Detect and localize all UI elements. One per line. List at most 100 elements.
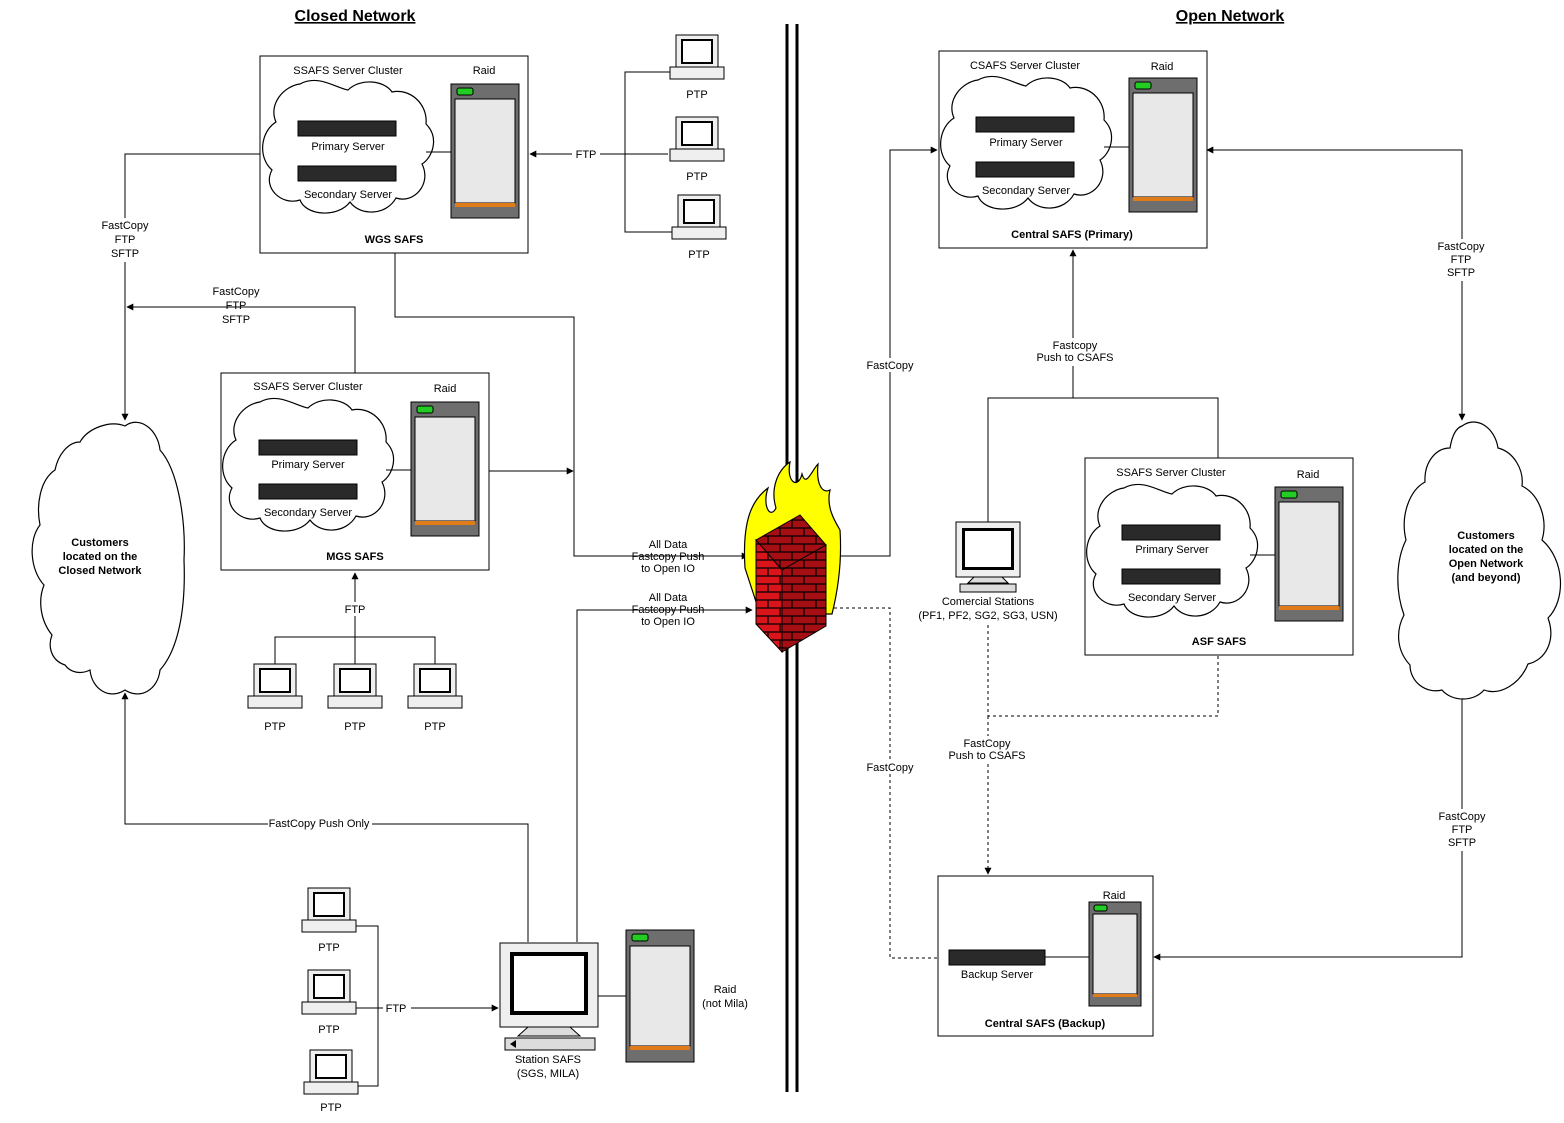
wgs-primary-label: Primary Server: [311, 141, 385, 153]
csafs-secondary-server-icon: [975, 161, 1075, 178]
wgs-secondary-label: Secondary Server: [304, 189, 392, 201]
ptp-wgs-3: PTP: [671, 194, 727, 261]
ptp-mgs-3-label: PTP: [424, 721, 445, 733]
wgs-safs-box: SSAFS Server Cluster Primary Server Seco…: [259, 55, 529, 254]
mgs-primary-server-icon: [258, 439, 358, 456]
commercial-name: Comercial Stations: [942, 596, 1035, 608]
label-mgs-fastcopy: FastCopy: [212, 286, 260, 298]
station-sub: (SGS, MILA): [517, 1068, 579, 1080]
asf-primary-label: Primary Server: [1135, 544, 1209, 556]
ptp-station-3-label: PTP: [320, 1102, 341, 1114]
label-mgs-sftp: SFTP: [222, 314, 250, 326]
wgs-primary-server-icon: [297, 120, 397, 137]
open-cloud-line-1: Customers: [1457, 530, 1514, 542]
wgs-secondary-server-icon: [297, 165, 397, 182]
label-push-csafs-2-b: Push to CSAFS: [948, 750, 1025, 762]
ptp-mgs-1-label: PTP: [264, 721, 285, 733]
station-raid-icon: [625, 929, 695, 1063]
open-cloud-line-4: (and beyond): [1451, 572, 1520, 584]
asf-title: ASF SAFS: [1192, 636, 1246, 648]
backup-title: Central SAFS (Backup): [985, 1018, 1106, 1030]
closed-cloud-line-2: located on the: [63, 551, 138, 563]
ptp-station-3: PTP: [303, 1049, 359, 1114]
label-mgs-ftp: FTP: [226, 300, 247, 312]
label-alldata-1-a: All Data: [649, 539, 688, 551]
label-open-bottom-fastcopy: FastCopy: [1438, 811, 1486, 823]
ptp-station-2-label: PTP: [318, 1024, 339, 1036]
mgs-secondary-label: Secondary Server: [264, 507, 352, 519]
mgs-cluster-label: SSAFS Server Cluster: [253, 381, 363, 393]
csafs-secondary-label: Secondary Server: [982, 185, 1070, 197]
asf-primary-server-icon: [1121, 524, 1221, 541]
wgs-raid-icon: [450, 83, 520, 219]
ptp-mgs-3: PTP: [407, 663, 463, 733]
ptp-station-1-label: PTP: [318, 942, 339, 954]
ptp-wgs-3-label: PTP: [688, 249, 709, 261]
label-left-sftp: SFTP: [111, 248, 139, 260]
station-raid-line-2: (not Mila): [702, 998, 748, 1010]
label-fastcopy-primary: FastCopy: [866, 360, 914, 372]
station-raid-line-1: Raid: [714, 984, 737, 996]
mgs-raid-label: Raid: [434, 383, 457, 395]
asf-secondary-label: Secondary Server: [1128, 592, 1216, 604]
label-push-csafs-1-b: Push to CSAFS: [1036, 352, 1113, 364]
closed-network-header: Closed Network: [295, 8, 416, 25]
ptp-mgs-1: PTP: [247, 663, 303, 733]
label-open-bottom-sftp: SFTP: [1448, 837, 1476, 849]
backup-server-icon: [948, 949, 1046, 966]
label-open-bottom-ftp: FTP: [1452, 824, 1473, 836]
asf-secondary-server-icon: [1121, 568, 1221, 585]
csafs-cluster-label: CSAFS Server Cluster: [970, 60, 1080, 72]
label-ftp-station: FTP: [386, 1003, 407, 1015]
closed-customers-cloud: Customers located on the Closed Network: [31, 421, 185, 695]
label-ftp-wgs: FTP: [576, 149, 597, 161]
label-open-top-fastcopy: FastCopy: [1437, 241, 1485, 253]
csafs-raid-label: Raid: [1151, 61, 1174, 73]
open-customers-cloud: Customers located on the Open Network (a…: [1397, 421, 1561, 700]
ptp-station-1: PTP: [301, 887, 357, 954]
csafs-primary-label: Primary Server: [989, 137, 1063, 149]
station-monitor-icon: [499, 942, 599, 1051]
label-fastcopy-push-only: FastCopy Push Only: [269, 818, 370, 830]
asf-safs-box: SSAFS Server Cluster Primary Server Seco…: [1084, 457, 1354, 656]
backup-server-label: Backup Server: [961, 969, 1033, 981]
asf-raid-label: Raid: [1297, 469, 1320, 481]
mgs-title: MGS SAFS: [326, 551, 383, 563]
ptp-station-2: PTP: [301, 969, 357, 1036]
label-open-top-ftp: FTP: [1451, 254, 1472, 266]
commercial-monitor-icon: [955, 521, 1021, 593]
backup-raid-label: Raid: [1103, 890, 1126, 902]
station-safs: Station SAFS (SGS, MILA) Raid (not Mila): [499, 929, 748, 1080]
label-left-fastcopy: FastCopy: [101, 220, 149, 232]
label-alldata-2-c: to Open IO: [641, 616, 695, 628]
backup-raid-icon: [1088, 901, 1142, 1007]
csafs-backup-box: Backup Server Raid Central SAFS (Backup): [937, 875, 1154, 1037]
ptp-wgs-2-label: PTP: [686, 171, 707, 183]
label-alldata-2-b: Fastcopy Push: [632, 604, 705, 616]
csafs-primary-title: Central SAFS (Primary): [1011, 229, 1133, 241]
open-network-header: Open Network: [1176, 8, 1285, 25]
label-alldata-1-c: to Open IO: [641, 563, 695, 575]
ptp-wgs-1: PTP: [669, 34, 725, 101]
mgs-safs-box: SSAFS Server Cluster Primary Server Seco…: [220, 372, 490, 571]
label-alldata-1-b: Fastcopy Push: [632, 551, 705, 563]
label-alldata-2-a: All Data: [649, 592, 688, 604]
asf-cluster-label: SSAFS Server Cluster: [1116, 467, 1226, 479]
ptp-wgs-2: PTP: [669, 116, 725, 183]
commercial-sub: (PF1, PF2, SG2, SG3, USN): [918, 610, 1057, 622]
closed-cloud-line-1: Customers: [71, 537, 128, 549]
label-open-top-sftp: SFTP: [1447, 267, 1475, 279]
ptp-wgs-1-label: PTP: [686, 89, 707, 101]
mgs-primary-label: Primary Server: [271, 459, 345, 471]
wgs-title: WGS SAFS: [365, 234, 424, 246]
wgs-cluster-label: SSAFS Server Cluster: [293, 65, 403, 77]
asf-raid-icon: [1274, 486, 1344, 622]
label-left-ftp: FTP: [115, 234, 136, 246]
open-cloud-line-2: located on the: [1449, 544, 1524, 556]
firewall-icon: [743, 460, 842, 654]
station-name: Station SAFS: [515, 1054, 581, 1066]
wgs-raid-label: Raid: [473, 65, 496, 77]
mgs-secondary-server-icon: [258, 483, 358, 500]
